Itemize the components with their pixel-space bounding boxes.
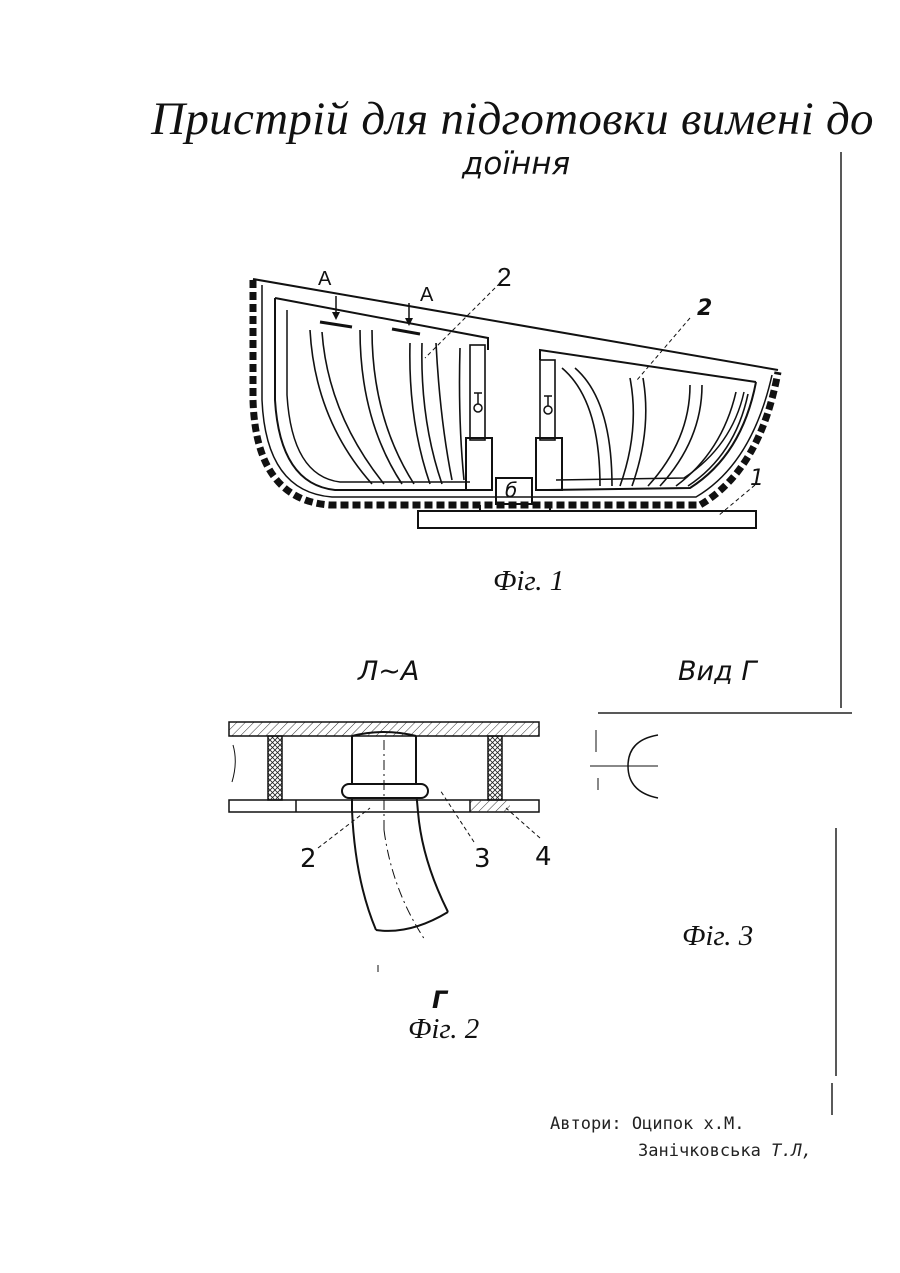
figure3-caption: Фіг. 3	[682, 920, 753, 953]
author-initials: Т.Л,	[771, 1141, 812, 1161]
authors-line-2: Занічковська Т.Л,	[638, 1141, 812, 1161]
author-name: Занічковська	[638, 1141, 761, 1161]
authors-line-1: Автори: Оципок х.М.	[550, 1114, 744, 1134]
